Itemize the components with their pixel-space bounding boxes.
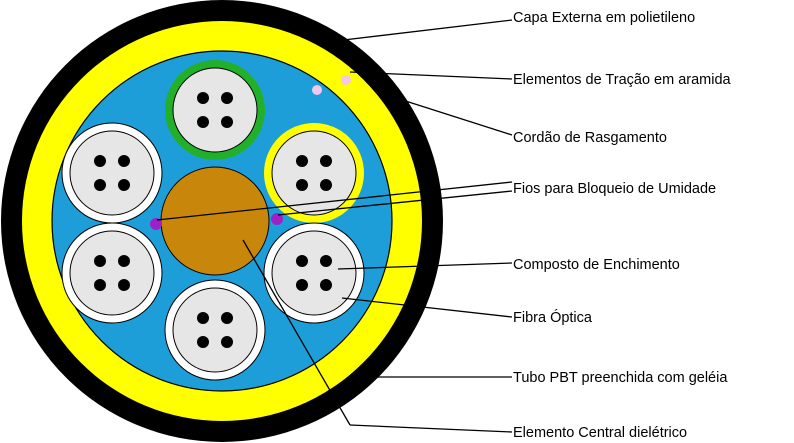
label-ripcord: Cordão de Rasgamento (513, 130, 667, 146)
optical-fiber (296, 179, 308, 191)
buffer-tube-upper-left (61, 122, 163, 224)
leader-lines (156, 19, 513, 433)
leader-line (349, 71, 513, 80)
water-block-yarn (150, 218, 162, 230)
optical-fiber (118, 255, 130, 267)
central-element (160, 166, 270, 276)
optical-fiber (118, 179, 130, 191)
leader-line (392, 96, 513, 136)
optical-fiber (320, 155, 332, 167)
ripcord (312, 85, 322, 95)
buffer-tube-lower-left (61, 222, 163, 324)
optical-fiber (221, 92, 233, 104)
optical-fiber (94, 279, 106, 291)
optical-fiber (118, 155, 130, 167)
optical-fiber (221, 116, 233, 128)
optical-fiber (296, 255, 308, 267)
optical-fiber (94, 255, 106, 267)
leader-line (242, 239, 351, 426)
optical-fiber (197, 116, 209, 128)
leader-line (341, 297, 513, 318)
label-aramid: Elementos de Tração em aramida (513, 72, 732, 88)
label-tube: Tubo PBT preenchida com geléia (513, 370, 728, 386)
leader-line (337, 262, 513, 270)
optical-fiber (296, 155, 308, 167)
label-central: Elemento Central dielétrico (513, 425, 687, 441)
leader-line (156, 181, 513, 221)
label-fiber: Fibra Óptica (513, 309, 593, 326)
optical-fiber (296, 279, 308, 291)
optical-fiber (94, 155, 106, 167)
optical-fiber (197, 312, 209, 324)
water-block-yarn (271, 213, 283, 225)
optical-fiber (320, 279, 332, 291)
optical-fiber (118, 279, 130, 291)
ripcord (341, 75, 351, 85)
label-outer-jacket: Capa Externa em polietileno (513, 10, 695, 26)
label-filling: Composto de Enchimento (513, 257, 680, 273)
leader-line (349, 424, 513, 433)
optical-fiber (197, 336, 209, 348)
buffer-tube-lower-right (263, 222, 365, 324)
buffer-tube-upper-right (264, 123, 364, 223)
optical-fiber (221, 312, 233, 324)
optical-fiber (221, 336, 233, 348)
buffer-tube-top (165, 60, 265, 160)
optical-fiber (197, 92, 209, 104)
buffer-tube-bottom (164, 279, 266, 381)
optical-fiber (320, 255, 332, 267)
optical-fiber (94, 179, 106, 191)
leader-line (277, 190, 513, 216)
leader-line (334, 19, 513, 42)
label-water-block: Fios para Bloqueio de Umidade (513, 181, 716, 197)
optical-fiber (320, 179, 332, 191)
